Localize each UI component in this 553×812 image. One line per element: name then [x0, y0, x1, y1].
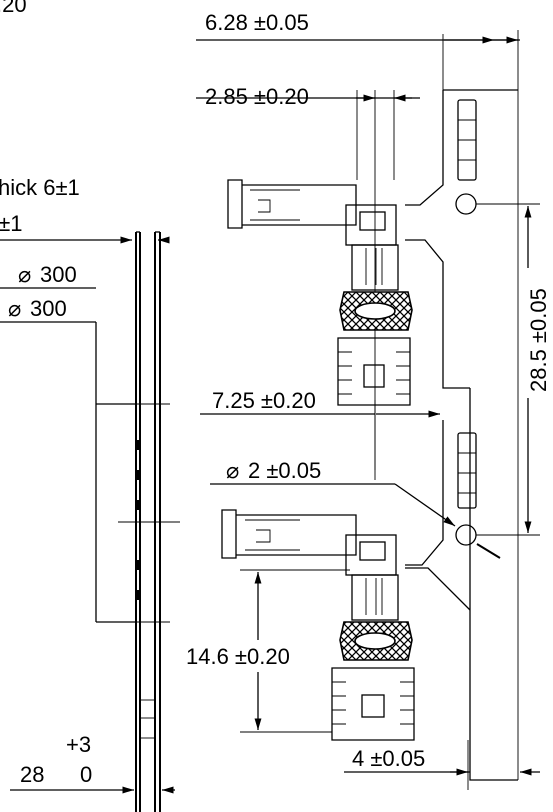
- reel-side-view: hick 6±1 6±1 ⌀ 300 ⌀ 300: [0, 175, 180, 812]
- hole-diameter-label: 2 ±0.05: [248, 458, 321, 483]
- hole-spacing-label: 4 ±0.05: [352, 746, 425, 771]
- reel-thickness-label: hick 6±1: [0, 175, 80, 200]
- hole-diameter-dim: ⌀ 2 ±0.05: [226, 458, 321, 483]
- reel-outer-diameter: ⌀ 300: [18, 262, 77, 287]
- tape-offset-label: 2.85 ±0.20: [205, 84, 309, 109]
- hub-tolerance-upper: +3: [66, 732, 91, 757]
- hub-nominal: 28: [20, 762, 44, 787]
- reel-inner-diameter-value: 300: [30, 296, 67, 321]
- diameter-symbol: ⌀: [8, 296, 21, 321]
- pitch-label: 28.5 ±0.05: [526, 288, 551, 392]
- tape-width-label: 6.28 ±0.05: [205, 10, 309, 35]
- fragment-label: .20: [0, 0, 27, 17]
- diameter-symbol: ⌀: [18, 262, 31, 287]
- diameter-symbol: ⌀: [226, 458, 239, 483]
- reel-inner-diameter: ⌀ 300: [8, 296, 67, 321]
- component-lower: [221, 509, 415, 741]
- component-length-label: 14.6 ±0.20: [186, 644, 290, 669]
- reel-thickness-label-2: 6±1: [0, 211, 23, 236]
- component-upper: [227, 179, 413, 406]
- reel-outer-diameter-value: 300: [40, 262, 77, 287]
- carrier-tape-view: 6.28 ±0.05 2.85 ±0.20: [186, 10, 551, 790]
- pocket-depth-label: 7.25 ±0.20: [212, 388, 316, 413]
- hub-tolerance-lower: 0: [80, 762, 92, 787]
